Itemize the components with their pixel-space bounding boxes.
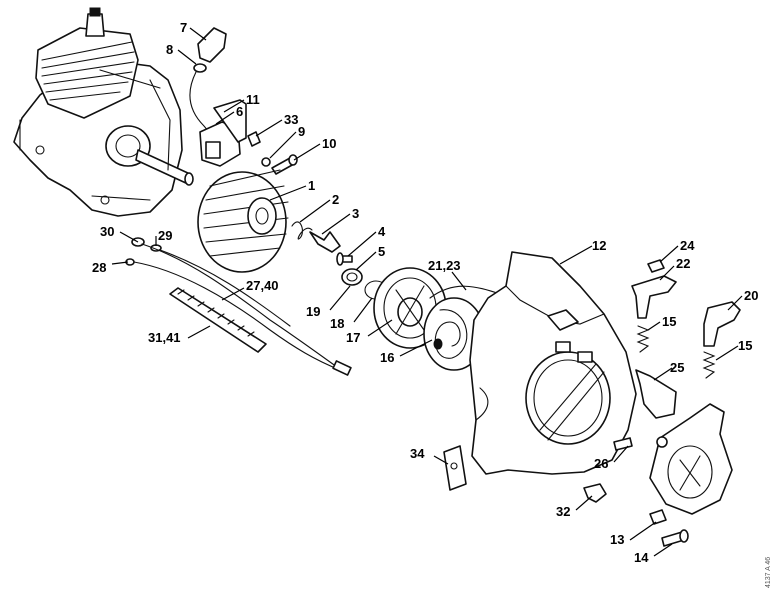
callout-9: 9 (298, 124, 305, 139)
starter-rope (429, 285, 501, 299)
callout-22: 22 (676, 256, 690, 271)
callout-34: 34 (410, 446, 425, 461)
washer-5 (341, 268, 363, 286)
ignition-module (199, 99, 247, 167)
clip-32 (583, 483, 607, 503)
callout-15a: 15 (662, 314, 676, 329)
hose-31-41 (169, 287, 267, 353)
callout-7: 7 (180, 20, 187, 35)
drawing-code: 4137 A 46 (765, 557, 772, 588)
screw-14 (661, 529, 689, 547)
callout-15b: 15 (738, 338, 752, 353)
engine-block (13, 7, 194, 217)
spring-15b (702, 351, 716, 379)
ignition-lead (189, 71, 215, 139)
callout-28: 28 (92, 260, 106, 275)
flywheel (197, 169, 289, 273)
spring-2 (291, 221, 313, 240)
screw-10 (271, 154, 298, 175)
pulley-bracket-13 (649, 403, 733, 525)
callout-13: 13 (610, 532, 624, 547)
callout-30: 30 (100, 224, 114, 239)
spark-plug-boot (193, 27, 227, 73)
callout-32: 32 (556, 504, 570, 519)
callout-10: 10 (322, 136, 336, 151)
callout-31-41: 31,41 (148, 330, 181, 345)
cap-24 (647, 259, 665, 273)
callout-4: 4 (378, 224, 386, 239)
callout-33: 33 (284, 112, 298, 127)
callout-21-23: 21,23 (428, 258, 461, 273)
washer-9 (261, 157, 271, 167)
callout-5: 5 (378, 244, 385, 259)
plate-34 (443, 445, 467, 491)
callout-2: 2 (332, 192, 339, 207)
grip-25 (635, 369, 677, 419)
callout-6: 6 (236, 104, 243, 119)
callout-19: 19 (306, 304, 320, 319)
callout-17: 17 (346, 330, 360, 345)
callout-16: 16 (380, 350, 394, 365)
short-circuit-wire (141, 243, 345, 373)
callout-12: 12 (592, 238, 606, 253)
pin-4 (336, 252, 353, 266)
callout-labels: 7 8 11 6 33 9 10 1 2 3 4 5 30 29 28 27,4… (92, 20, 758, 565)
spring-15a (636, 325, 650, 353)
callout-11: 11 (246, 92, 260, 107)
callout-14: 14 (634, 550, 649, 565)
callout-25: 25 (670, 360, 684, 375)
callout-26: 26 (594, 456, 608, 471)
pawl-3 (309, 231, 341, 253)
callout-20: 20 (744, 288, 758, 303)
leader-lines (111, 27, 743, 557)
callout-29: 29 (158, 228, 172, 243)
lever-22 (631, 275, 677, 319)
callout-27-40: 27,40 (246, 278, 279, 293)
callout-1: 1 (308, 178, 315, 193)
callout-8: 8 (166, 42, 173, 57)
lever-20 (703, 301, 741, 347)
rewind-spring-16 (423, 297, 485, 371)
callout-18: 18 (330, 316, 344, 331)
callout-24: 24 (680, 238, 695, 253)
callout-3: 3 (352, 206, 359, 221)
fan-housing (469, 251, 637, 475)
